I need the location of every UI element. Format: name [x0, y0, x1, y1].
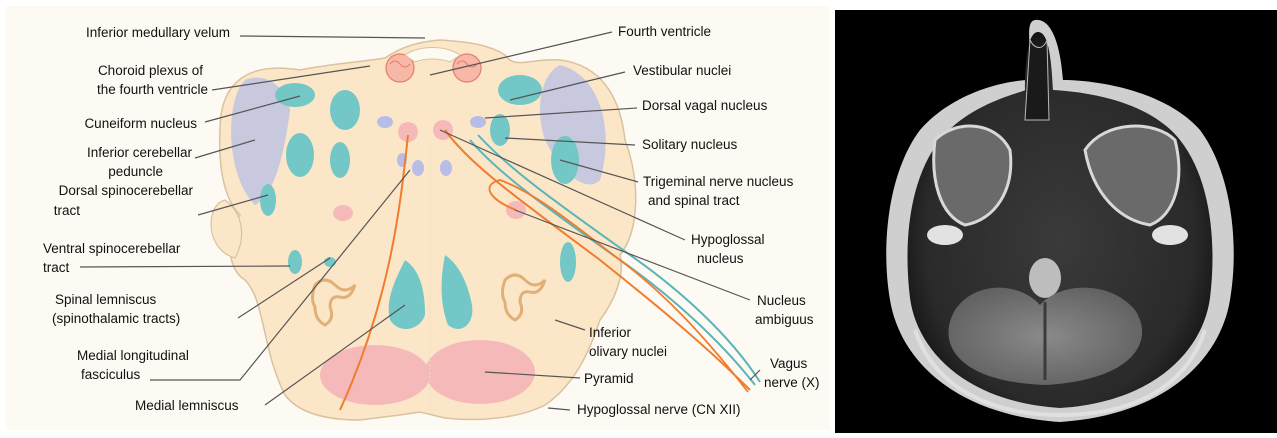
right-trigeminal-nucleus [551, 136, 579, 184]
left-spinal-tract-nucleus [330, 142, 350, 178]
left-dorsal-vagal-small [377, 116, 393, 128]
mri-axial-panel [835, 10, 1277, 433]
label-medial-longitudinal-line2: fasciculus [81, 367, 141, 382]
left-vestibular-nucleus [330, 90, 360, 130]
label-hypoglossal-nucleus-line2: nucleus [697, 251, 744, 266]
label-solitary-nucleus: Solitary nucleus [642, 137, 738, 152]
label-dorsal-vagal-nucleus: Dorsal vagal nucleus [642, 98, 768, 113]
label-inferior-cerebellar-line2: peduncle [108, 164, 163, 179]
medulla-diagram-panel: Inferior medullary velum Choroid plexus … [0, 0, 835, 433]
left-nucleus-ambiguus [333, 205, 353, 221]
label-trigeminal-line1: Trigeminal nerve nucleus [643, 174, 794, 189]
medulla-diagram: Inferior medullary velum Choroid plexus … [0, 0, 835, 433]
left-ventral-spinocerebellar [288, 250, 302, 274]
left-dorsal-spinocerebellar [260, 184, 276, 216]
label-inferior-cerebellar-line1: Inferior cerebellar [87, 145, 193, 160]
left-cuneiform-nucleus [275, 83, 315, 107]
label-dorsal-spinocerebellar-line2: tract [54, 203, 81, 218]
label-pyramid: Pyramid [584, 371, 634, 386]
label-trigeminal-line2: and spinal tract [648, 193, 740, 208]
label-hypoglossal-nucleus-line1: Hypoglossal [691, 232, 765, 247]
label-vestibular-nuclei: Vestibular nuclei [633, 63, 731, 78]
mri-brainstem [1029, 258, 1061, 298]
mri-left-bright-spot [927, 225, 963, 245]
label-vagus-line1: Vagus [770, 356, 808, 371]
label-choroid-plexus-line2: the fourth ventricle [97, 82, 208, 97]
left-mlf [412, 160, 424, 176]
label-nucleus-ambiguus-line2: ambiguus [755, 312, 814, 327]
right-mlf [440, 160, 452, 176]
label-choroid-plexus-line1: Choroid plexus of [98, 63, 203, 78]
mri-right-bright-spot [1152, 225, 1188, 245]
label-inferior-olivary-line1: Inferior [589, 325, 632, 340]
mri-axial-image [835, 10, 1277, 433]
right-spinal-trigeminal [560, 242, 576, 282]
label-inferior-olivary-line2: olivary nuclei [589, 344, 667, 359]
label-inferior-medullary-velum: Inferior medullary velum [86, 25, 230, 40]
label-spinal-lemniscus-line2: (spinothalamic tracts) [52, 311, 180, 326]
right-pyramid [425, 340, 535, 404]
right-vestibular-nucleus [498, 75, 542, 105]
label-medial-lemniscus: Medial lemniscus [135, 398, 239, 413]
label-cuneiform-nucleus: Cuneiform nucleus [84, 116, 197, 131]
label-ventral-spinocerebellar-line1: Ventral spinocerebellar [43, 241, 181, 256]
label-nucleus-ambiguus-line1: Nucleus [757, 293, 806, 308]
label-hypoglossal-nerve: Hypoglossal nerve (CN XII) [577, 402, 741, 417]
label-dorsal-spinocerebellar-line1: Dorsal spinocerebellar [59, 183, 194, 198]
left-solitary-nucleus [286, 133, 314, 177]
label-medial-longitudinal-line1: Medial longitudinal [77, 348, 189, 363]
label-vagus-line2: nerve (X) [764, 375, 820, 390]
label-ventral-spinocerebellar-line2: tract [43, 260, 70, 275]
label-spinal-lemniscus-line1: Spinal lemniscus [55, 292, 157, 307]
right-dorsal-vagal-small [470, 116, 486, 128]
label-fourth-ventricle: Fourth ventricle [618, 24, 711, 39]
right-dorsal-vagal-nucleus [490, 114, 510, 146]
